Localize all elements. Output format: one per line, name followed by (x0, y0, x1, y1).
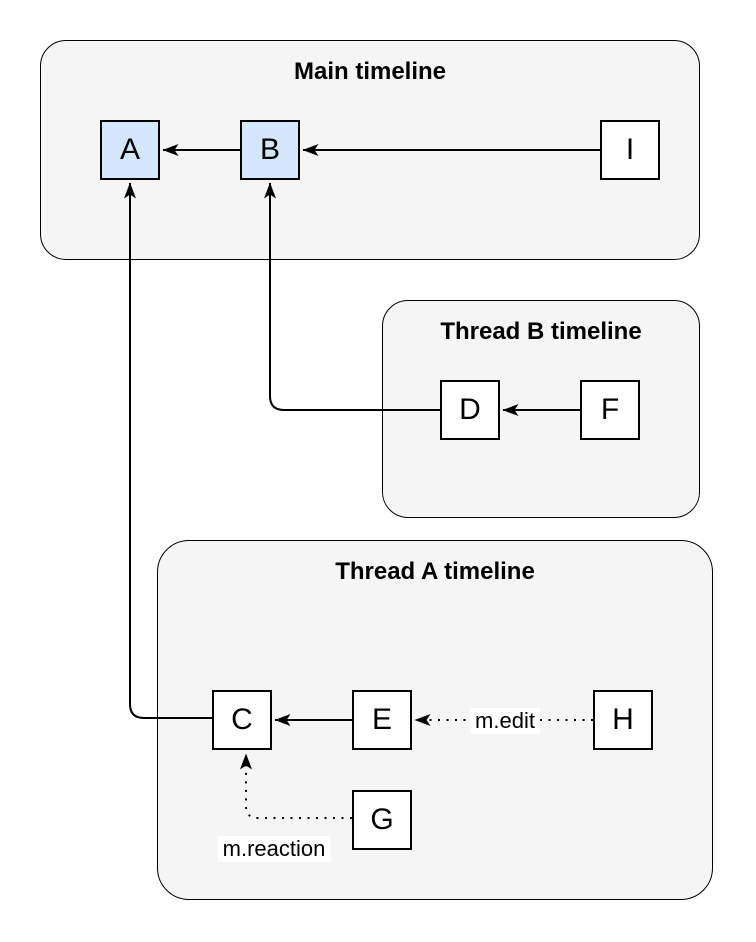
event-node-e: E (352, 690, 412, 750)
event-node-c-label: C (231, 703, 253, 736)
thread-a-timeline-title: Thread A timeline (335, 558, 535, 585)
edge-label-m-edit: m.edit (470, 708, 540, 734)
event-node-g: G (352, 790, 412, 850)
event-node-b-label: B (259, 133, 280, 166)
event-node-a-label: A (119, 133, 140, 166)
event-node-i-label: I (625, 133, 635, 166)
edge-label-m-reaction: m.reaction (217, 836, 331, 862)
event-node-a: A (100, 120, 160, 180)
event-node-h: H (593, 690, 653, 750)
thread-b-timeline-title: Thread B timeline (440, 318, 642, 345)
event-node-b: B (240, 120, 300, 180)
event-node-d: D (440, 380, 500, 440)
event-node-f-label: F (600, 393, 620, 426)
event-node-e-label: E (371, 703, 392, 736)
event-node-g-label: G (370, 803, 394, 836)
event-node-f: F (580, 380, 640, 440)
event-node-c: C (212, 690, 272, 750)
event-node-d-label: D (459, 393, 481, 426)
event-node-i: I (600, 120, 660, 180)
main-timeline-title: Main timeline (293, 58, 447, 85)
thread-b-timeline-group: Thread B timeline (382, 300, 700, 518)
event-node-h-label: H (612, 703, 634, 736)
